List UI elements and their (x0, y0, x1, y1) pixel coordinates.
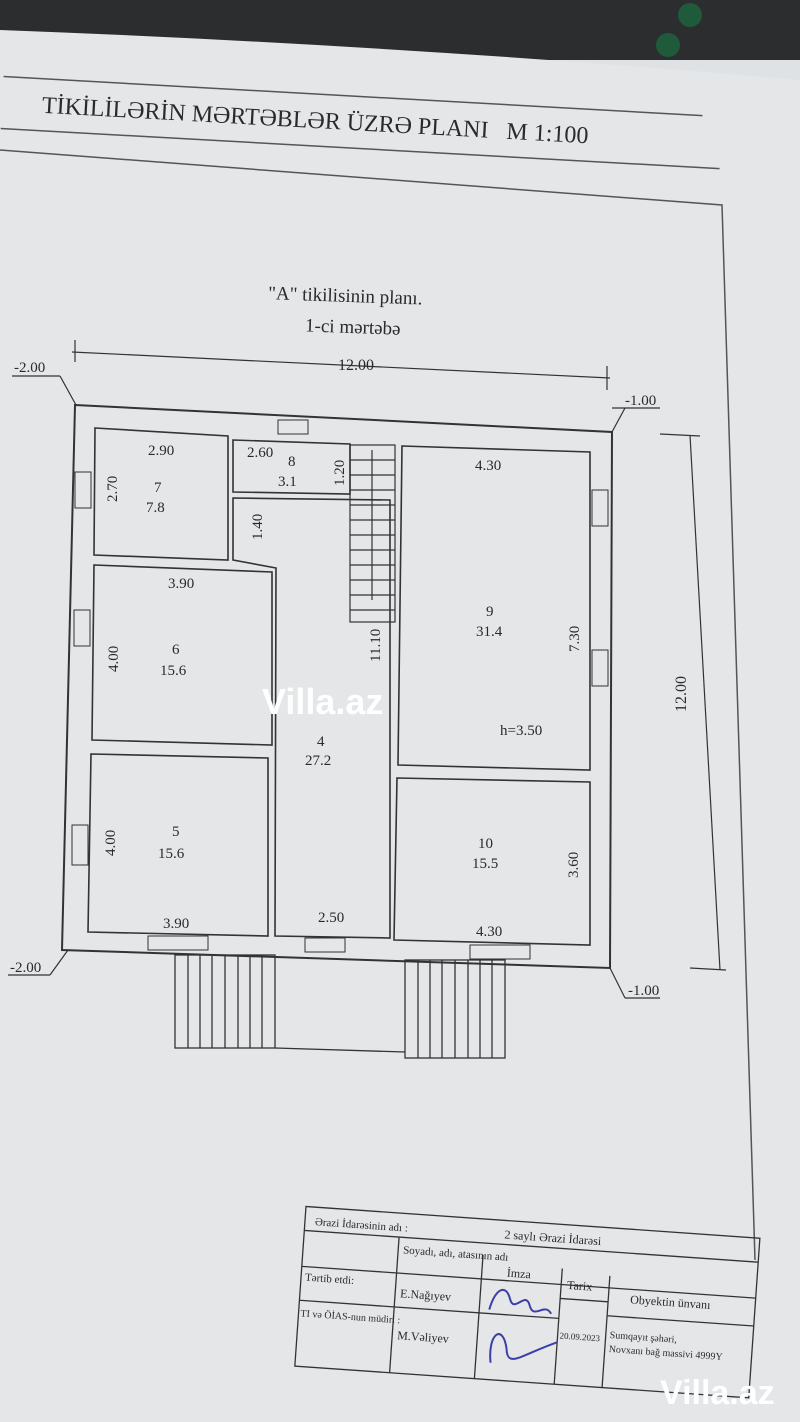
room-7-depth: 2.70 (105, 476, 121, 502)
room-7-number: 7 (154, 480, 162, 496)
room-6-outline (91, 564, 273, 746)
room-6-number: 6 (172, 642, 180, 658)
address-line-1: Sumqayıt şəhəri, (609, 1330, 677, 1346)
room-4-width: 2.50 (318, 910, 344, 926)
address-column-header: Obyektin ünvanı (630, 1292, 712, 1312)
scale-label: M 1:100 (506, 119, 589, 150)
room-10-area: 15.5 (472, 856, 498, 872)
room-10-outline (393, 777, 591, 946)
room-6-depth: 4.00 (106, 646, 122, 672)
overall-width-dim: 12.00 (338, 357, 374, 374)
room-8-depth: 1.20 (332, 460, 348, 486)
windows (71, 419, 609, 960)
compiled-by-label: Tərtib etdi: (305, 1272, 355, 1287)
signature-2 (489, 1333, 558, 1363)
room-5-depth: 4.00 (103, 830, 119, 856)
room-8-area: 3.1 (278, 474, 297, 490)
level-mark: -1.00 (625, 393, 656, 409)
room-10-depth: 3.60 (566, 852, 582, 878)
room-5-area: 15.6 (158, 846, 185, 862)
level-mark: -2.00 (10, 960, 41, 976)
watermark: Villa.az (660, 1374, 775, 1412)
porch-steps (174, 954, 506, 1059)
exterior-wall (60, 403, 614, 970)
room-7-area: 7.8 (146, 500, 165, 516)
room-9-area: 31.4 (476, 624, 503, 640)
date-column-header: Tarix (567, 1278, 593, 1294)
level-mark: -2.00 (14, 360, 45, 376)
staircase (349, 444, 396, 623)
office-value: 2 saylı Ərazi İdarəsi (504, 1227, 602, 1248)
green-beads (656, 33, 680, 57)
room-10-number: 10 (478, 836, 493, 852)
room-6-width: 3.90 (168, 576, 194, 592)
room-9-width: 4.30 (475, 458, 501, 474)
sheet-frame (0, 149, 756, 1261)
title-block: Ərazi İdarəsinin adı : 2 saylı Ərazi İda… (294, 1205, 761, 1399)
room-8-number: 8 (288, 454, 296, 470)
room-7-outline (93, 427, 229, 561)
approval-date: 20.09.2023 (559, 1331, 601, 1344)
room-7-width: 2.90 (148, 443, 174, 459)
compiled-by-name: E.Nağıyev (400, 1286, 452, 1304)
room-8-width: 2.60 (247, 445, 273, 461)
signature-column-header: İmza (506, 1266, 532, 1282)
green-beads (678, 3, 702, 27)
overall-depth-dim: 12.00 (673, 676, 690, 712)
room-9-depth: 7.30 (567, 626, 583, 652)
room-5-number: 5 (172, 824, 180, 840)
room-9-number: 9 (486, 604, 494, 620)
room-4-number: 4 (317, 734, 325, 750)
hall-dim: 1.40 (250, 514, 266, 540)
room-10-width: 4.30 (476, 924, 502, 940)
room-9-outline (397, 445, 591, 771)
ceiling-height: h=3.50 (500, 723, 542, 739)
level-mark: -1.00 (628, 983, 659, 999)
signature-1 (488, 1288, 552, 1315)
room-6-area: 15.6 (160, 663, 187, 679)
room-4-outline (232, 497, 391, 939)
floor-label: 1-ci mərtəbə (305, 315, 401, 339)
room-5-outline (87, 753, 269, 937)
watermark: Villa.az (262, 681, 383, 722)
room-5-width: 3.90 (163, 916, 189, 932)
director-name: M.Vəliyev (397, 1328, 450, 1346)
room-4-area: 27.2 (305, 753, 331, 769)
corridor-length: 11.10 (368, 629, 384, 662)
